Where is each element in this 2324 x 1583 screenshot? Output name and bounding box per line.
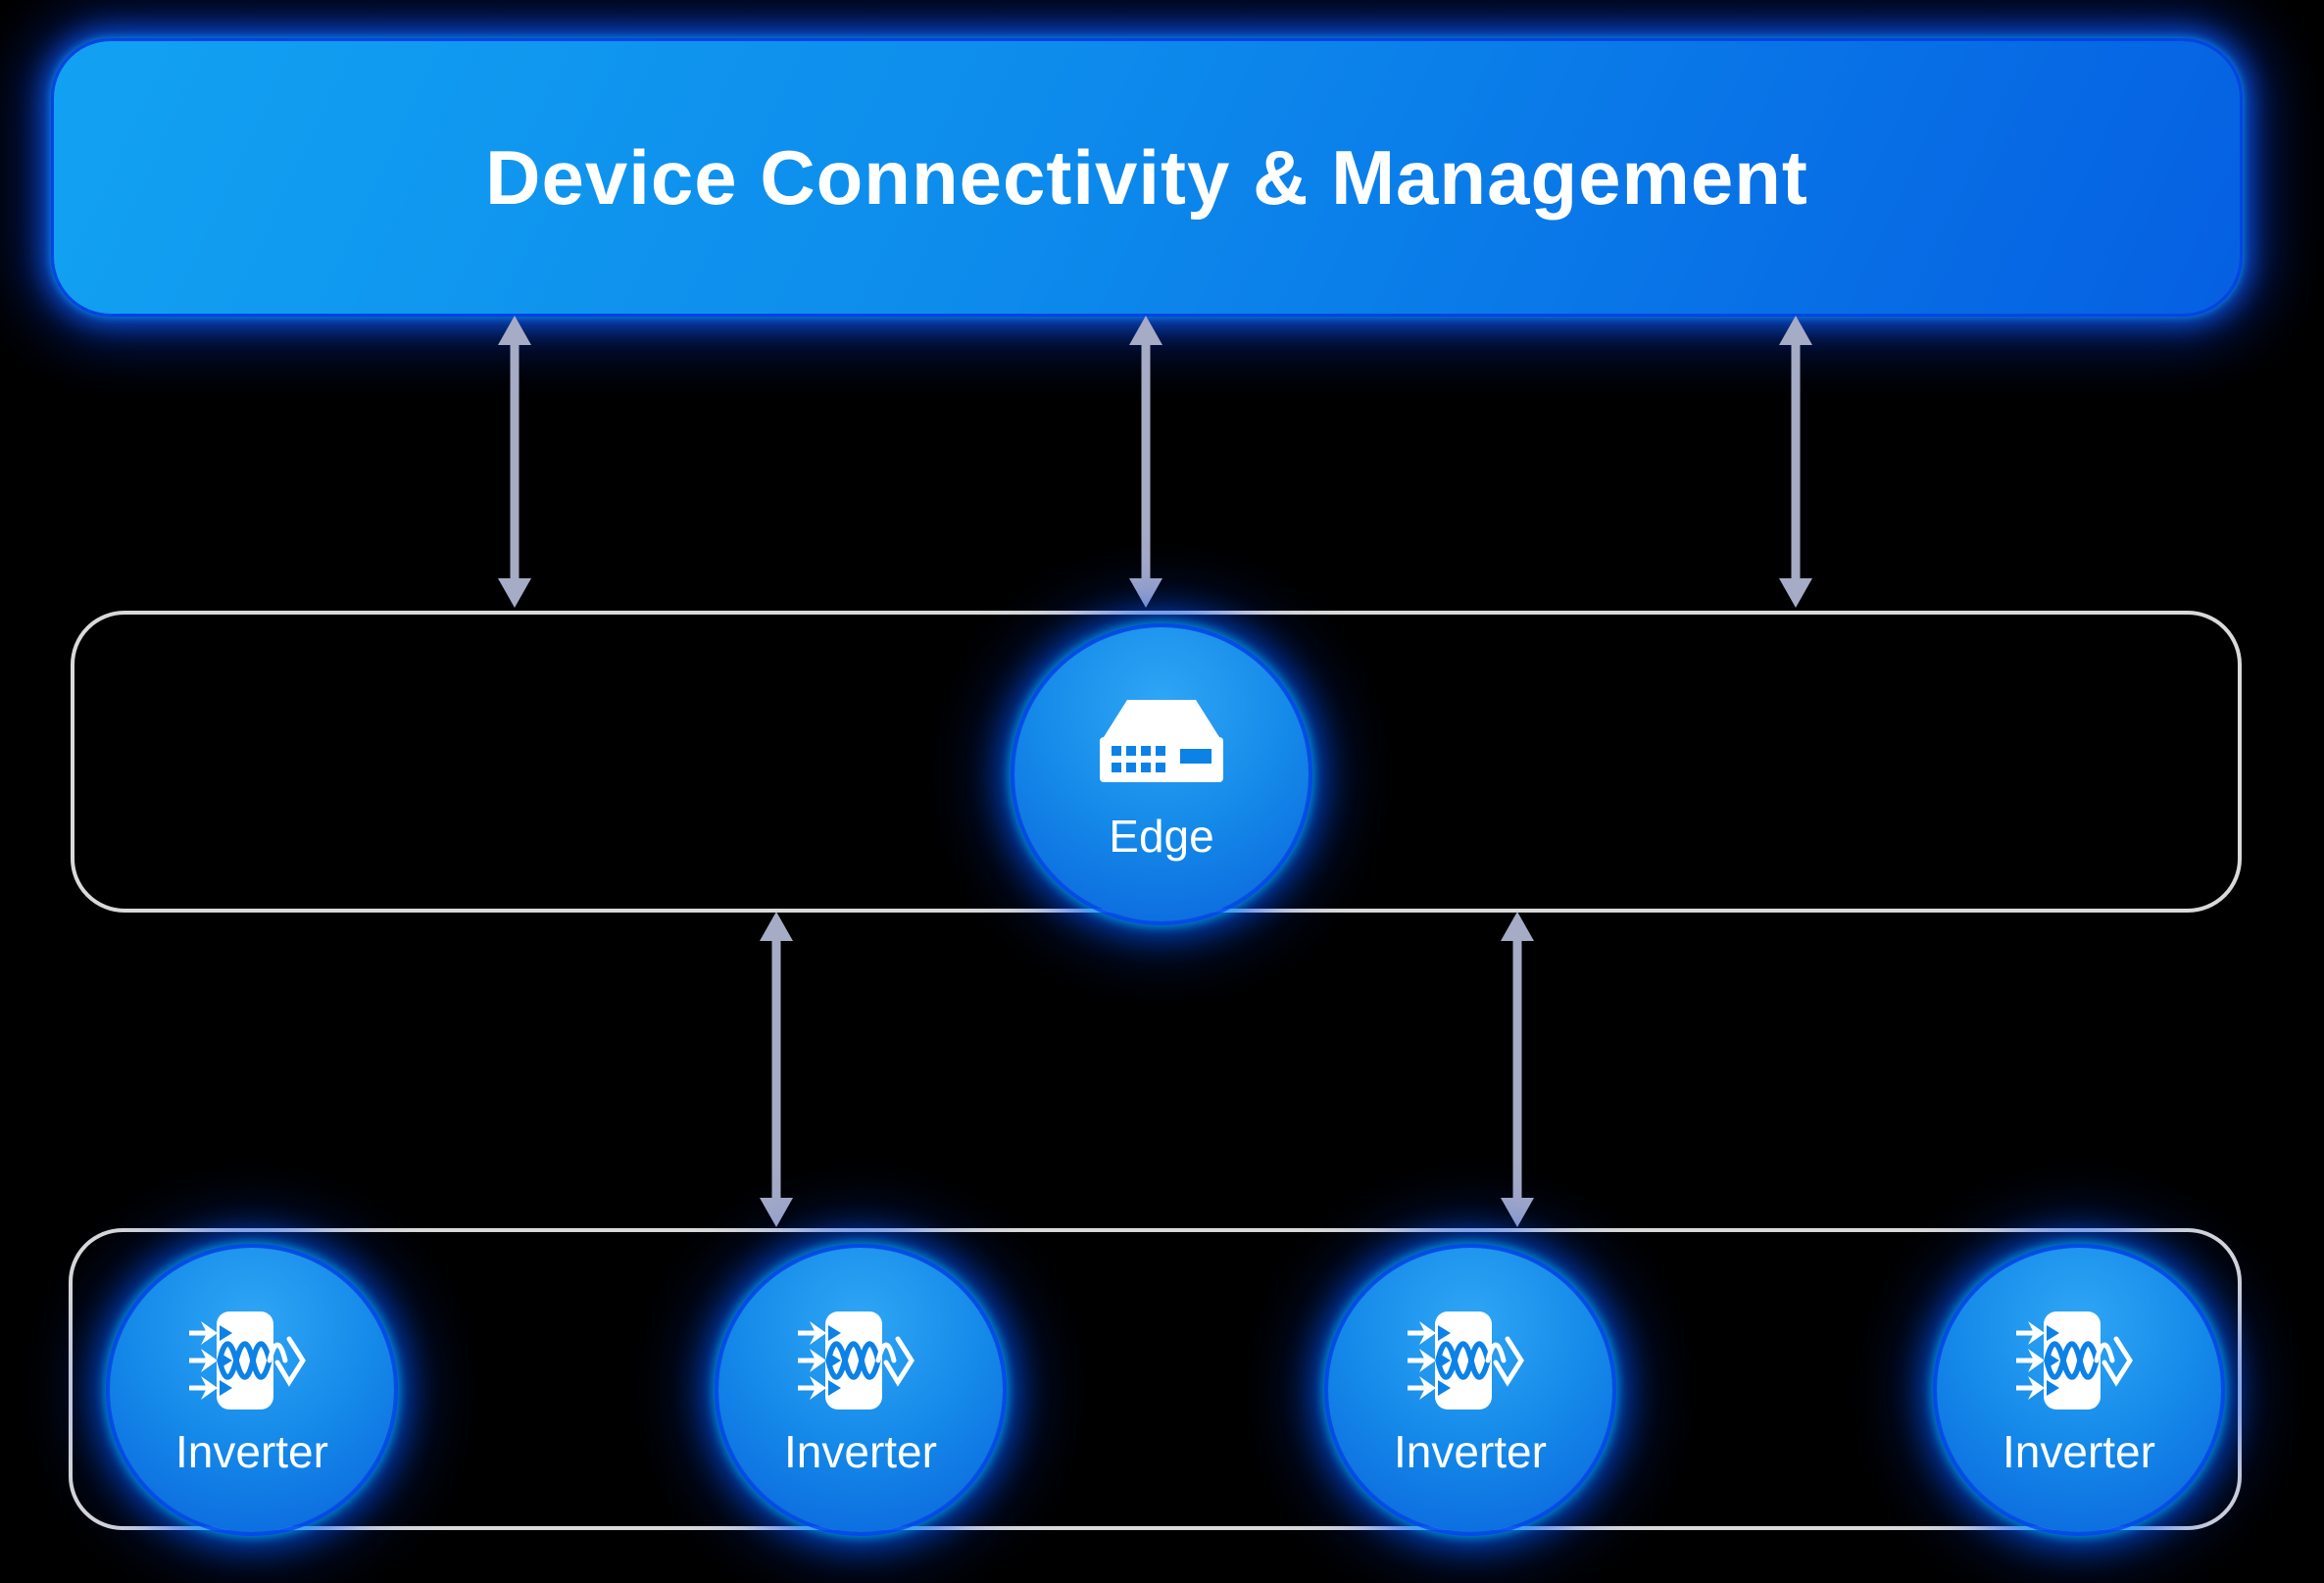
inverter-node-4: Inverter — [1937, 1248, 2221, 1532]
inverter-node-2: Inverter — [718, 1248, 1003, 1532]
edge-node-label: Edge — [1109, 811, 1214, 862]
arrow-banner-edge-right — [1779, 316, 1812, 608]
arrow-shaft — [1141, 337, 1151, 586]
inverter-node-label: Inverter — [1394, 1426, 1547, 1477]
device-connectivity-banner: Device Connectivity & Management — [54, 41, 2240, 314]
arrow-shaft — [510, 337, 519, 586]
arrow-banner-edge-left — [498, 316, 531, 608]
arrowhead-down-icon — [1501, 1198, 1534, 1227]
arrowhead-down-icon — [1129, 578, 1162, 608]
arrow-banner-edge-center — [1129, 316, 1162, 608]
arrow-shaft — [771, 933, 781, 1206]
arrowhead-down-icon — [1779, 578, 1812, 608]
arrowhead-down-icon — [760, 1198, 793, 1227]
inverter-icon — [2016, 1311, 2133, 1410]
inverter-icon — [189, 1311, 306, 1410]
arrow-edge-device-left — [760, 912, 793, 1227]
inverter-node-label: Inverter — [175, 1426, 328, 1477]
inverter-node-1: Inverter — [110, 1248, 394, 1532]
arrow-edge-device-right — [1501, 912, 1534, 1227]
inverter-node-label: Inverter — [784, 1426, 937, 1477]
inverter-node-label: Inverter — [2003, 1426, 2155, 1477]
edge-node: Edge — [1014, 627, 1309, 921]
inverter-icon — [1408, 1311, 1524, 1410]
arrowhead-down-icon — [498, 578, 531, 608]
arrow-shaft — [1512, 933, 1522, 1206]
edge-gateway-icon — [1100, 700, 1223, 782]
arrow-shaft — [1791, 337, 1801, 586]
inverter-node-3: Inverter — [1328, 1248, 1612, 1532]
banner-title: Device Connectivity & Management — [485, 133, 1808, 221]
inverter-icon — [798, 1311, 915, 1410]
device-layer-box — [69, 1228, 2242, 1530]
